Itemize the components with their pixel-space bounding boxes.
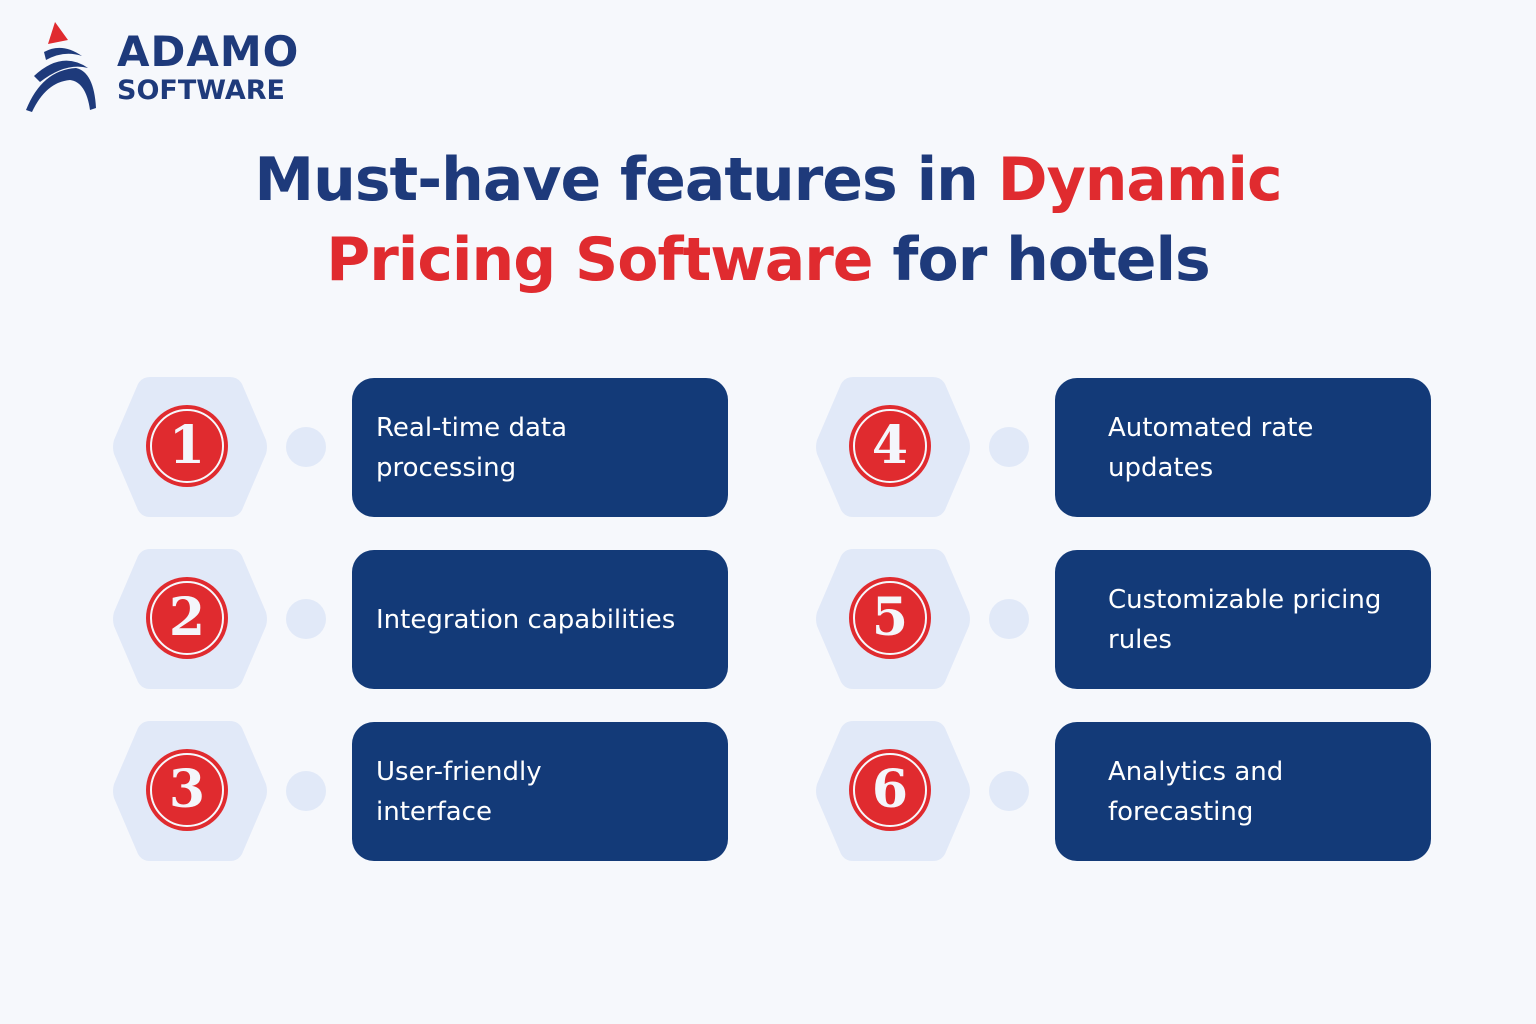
connector-dot <box>286 427 326 467</box>
feature-card-6: Analytics and forecasting <box>1055 722 1431 861</box>
page-title: Must-have features in Dynamic Pricing So… <box>0 140 1536 300</box>
feature-card-2: Integration capabilities <box>352 550 728 689</box>
feature-card-4: Automated rate updates <box>1055 378 1431 517</box>
feature-label: Real-time data processing <box>376 412 568 483</box>
hexagon-shape: 3 <box>112 721 268 861</box>
hexagon-shape: 6 <box>815 721 971 861</box>
title-highlight-dynamic: Dynamic <box>997 145 1283 215</box>
feature-label: Automated rate updates <box>1108 412 1314 483</box>
title-part-4: for hotels <box>872 225 1210 295</box>
brand-subtitle: SOFTWARE <box>117 75 285 106</box>
feature-label: User-friendly interface <box>376 756 542 827</box>
connector-dot <box>286 599 326 639</box>
connector-dot <box>989 771 1029 811</box>
connector-dot <box>989 427 1029 467</box>
number-badge-6: 6 <box>849 749 931 831</box>
number-badge-3: 3 <box>146 749 228 831</box>
feature-card-3: User-friendly interface <box>352 722 728 861</box>
hexagon-shape: 2 <box>112 549 268 689</box>
adamo-software-logo: ADAMO SOFTWARE <box>22 20 352 115</box>
feature-label: Customizable pricing rules <box>1108 584 1382 655</box>
title-highlight-pricing-software: Pricing Software <box>326 225 873 295</box>
hexagon-shape: 4 <box>815 377 971 517</box>
feature-label: Integration capabilities <box>376 604 676 635</box>
hexagon-shape: 1 <box>112 377 268 517</box>
feature-card-1: Real-time data processing <box>352 378 728 517</box>
connector-dot <box>286 771 326 811</box>
brand-name: ADAMO <box>117 27 300 76</box>
feature-label: Analytics and forecasting <box>1108 756 1284 827</box>
number-badge-5: 5 <box>849 577 931 659</box>
number-badge-1: 1 <box>146 405 228 487</box>
feature-card-5: Customizable pricing rules <box>1055 550 1431 689</box>
number-badge-4: 4 <box>849 405 931 487</box>
connector-dot <box>989 599 1029 639</box>
title-part-1: Must-have features in <box>254 145 998 215</box>
rocket-arc-logo-icon <box>26 22 96 112</box>
number-badge-2: 2 <box>146 577 228 659</box>
hexagon-shape: 5 <box>815 549 971 689</box>
